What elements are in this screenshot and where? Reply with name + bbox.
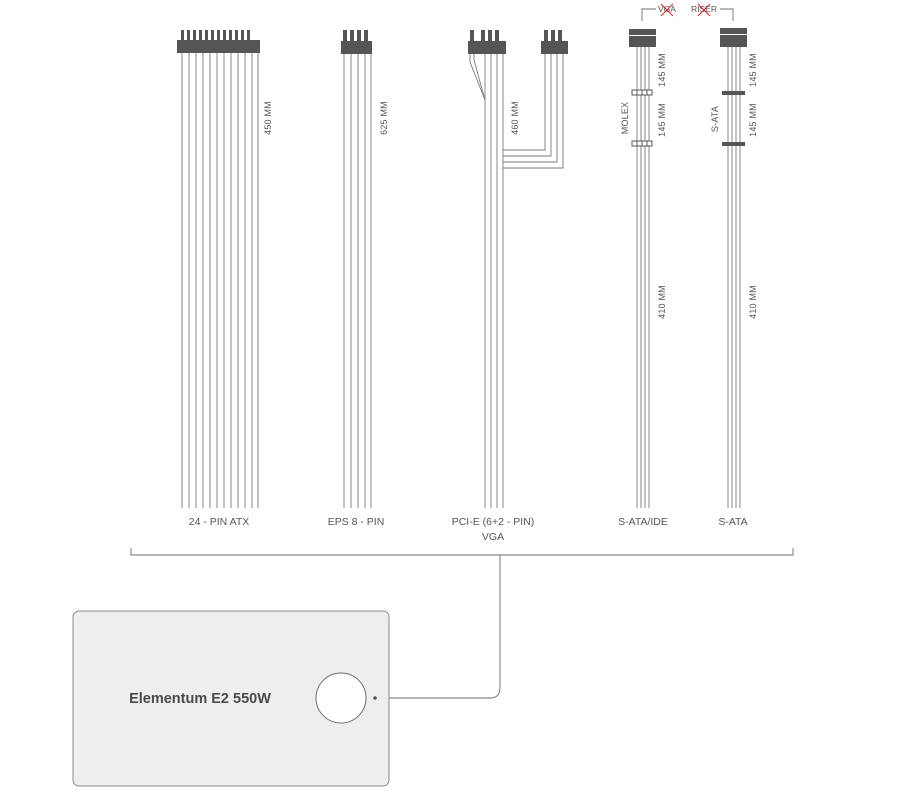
eps-wires (343, 54, 372, 508)
top-note-bracket: VGA RISER (641, 3, 734, 21)
pcie-label: PCI-E (6+2 - PIN) (452, 516, 535, 528)
cable-eps: 625 MM EPS 8 - PIN (328, 30, 389, 528)
connection-line (376, 555, 501, 699)
cable-bracket (130, 548, 794, 699)
molex-segment-1-label: 145 MM (657, 53, 667, 87)
eps-label: EPS 8 - PIN (328, 516, 385, 528)
note-riser: RISER (691, 4, 717, 14)
atx-length-label: 450 MM (263, 101, 273, 135)
psu-box (72, 610, 390, 787)
cable-molex: 145 MM 145 MM 410 MM MOLEX S-ATA/IDE (618, 29, 668, 528)
molex-segment-2-label: 145 MM (657, 103, 667, 137)
sata-segment-2-label: 145 MM (748, 103, 758, 137)
atx-connector (177, 30, 260, 53)
molex-side-label: MOLEX (620, 102, 630, 135)
cable-atx: 450 MM 24 - PIN ATX (177, 30, 273, 528)
pcie-connector-main (468, 30, 506, 54)
sata-side-label: S-ATA (710, 106, 720, 132)
psu-port-dot (373, 696, 377, 700)
cross-riser-icon (697, 3, 711, 17)
pcie-connector-secondary (541, 30, 568, 54)
psu-name: Elementum E2 550W (129, 691, 271, 707)
molex-segment-3-label: 410 MM (657, 285, 667, 319)
cable-sata: 145 MM 145 MM 410 MM S-ATA S-ATA (710, 28, 758, 528)
sata-connector (720, 28, 747, 47)
molex-inline-connector-2 (631, 140, 653, 147)
cross-vga-icon (660, 3, 674, 17)
molex-inline-connector-1 (631, 89, 653, 96)
molex-label: S-ATA/IDE (618, 516, 668, 528)
sata-segment-1-label: 145 MM (748, 53, 758, 87)
sata-wires (727, 47, 741, 508)
atx-wires (181, 53, 259, 508)
sata-segment-3-label: 410 MM (748, 285, 758, 319)
pcie-wires (469, 54, 564, 508)
eps-connector (341, 30, 372, 54)
sata-inline-connector-1 (722, 91, 745, 95)
pcie-sublabel: VGA (482, 531, 504, 543)
molex-connector (629, 29, 656, 47)
sata-inline-connector-2 (722, 142, 745, 146)
eps-length-label: 625 MM (379, 101, 389, 135)
psu-unit: Elementum E2 550W (72, 610, 390, 787)
sata-label: S-ATA (718, 516, 747, 528)
cable-pcie: 460 MM PCI-E (6+2 - PIN) VGA (452, 30, 568, 543)
pcie-length-label: 460 MM (510, 101, 520, 135)
psu-fan-port (315, 672, 367, 724)
molex-wires (636, 47, 650, 508)
atx-label: 24 - PIN ATX (189, 516, 250, 528)
